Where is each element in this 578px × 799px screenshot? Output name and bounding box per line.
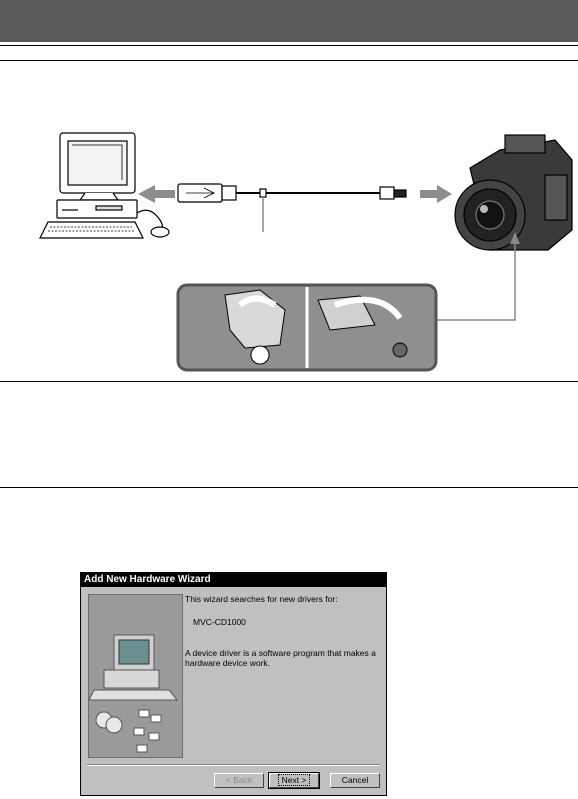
next-button[interactable]: Next > xyxy=(268,772,320,789)
connection-arrows xyxy=(138,185,452,203)
callout-line xyxy=(432,240,516,321)
step-divider xyxy=(0,60,578,61)
camera-illustration xyxy=(454,134,573,251)
dialog-separator xyxy=(87,764,380,766)
step-divider xyxy=(0,487,578,488)
section-header-bar xyxy=(0,0,578,42)
driver-description-line2: hardware device work. xyxy=(185,658,271,668)
device-name: MVC-CD1000 xyxy=(193,617,246,627)
header-rule xyxy=(0,45,578,46)
computer-illustration xyxy=(39,132,170,239)
next-button-label: Next > xyxy=(277,774,311,786)
connection-illustration xyxy=(39,132,573,372)
usb-cable xyxy=(177,183,407,232)
wizard-illustration xyxy=(88,594,183,758)
wizard-intro-text: This wizard searches for new drivers for… xyxy=(185,594,338,604)
jack-cover-inset xyxy=(176,283,438,372)
add-hardware-wizard-dialog: Add New Hardware Wizard This wizard sear… xyxy=(80,572,387,796)
cancel-button[interactable]: Cancel xyxy=(330,773,380,788)
dialog-title: Add New Hardware Wizard xyxy=(81,573,386,587)
driver-description-line1: A device driver is a software program th… xyxy=(185,648,376,658)
back-button[interactable]: < Back xyxy=(214,773,264,788)
step-divider xyxy=(0,381,578,382)
